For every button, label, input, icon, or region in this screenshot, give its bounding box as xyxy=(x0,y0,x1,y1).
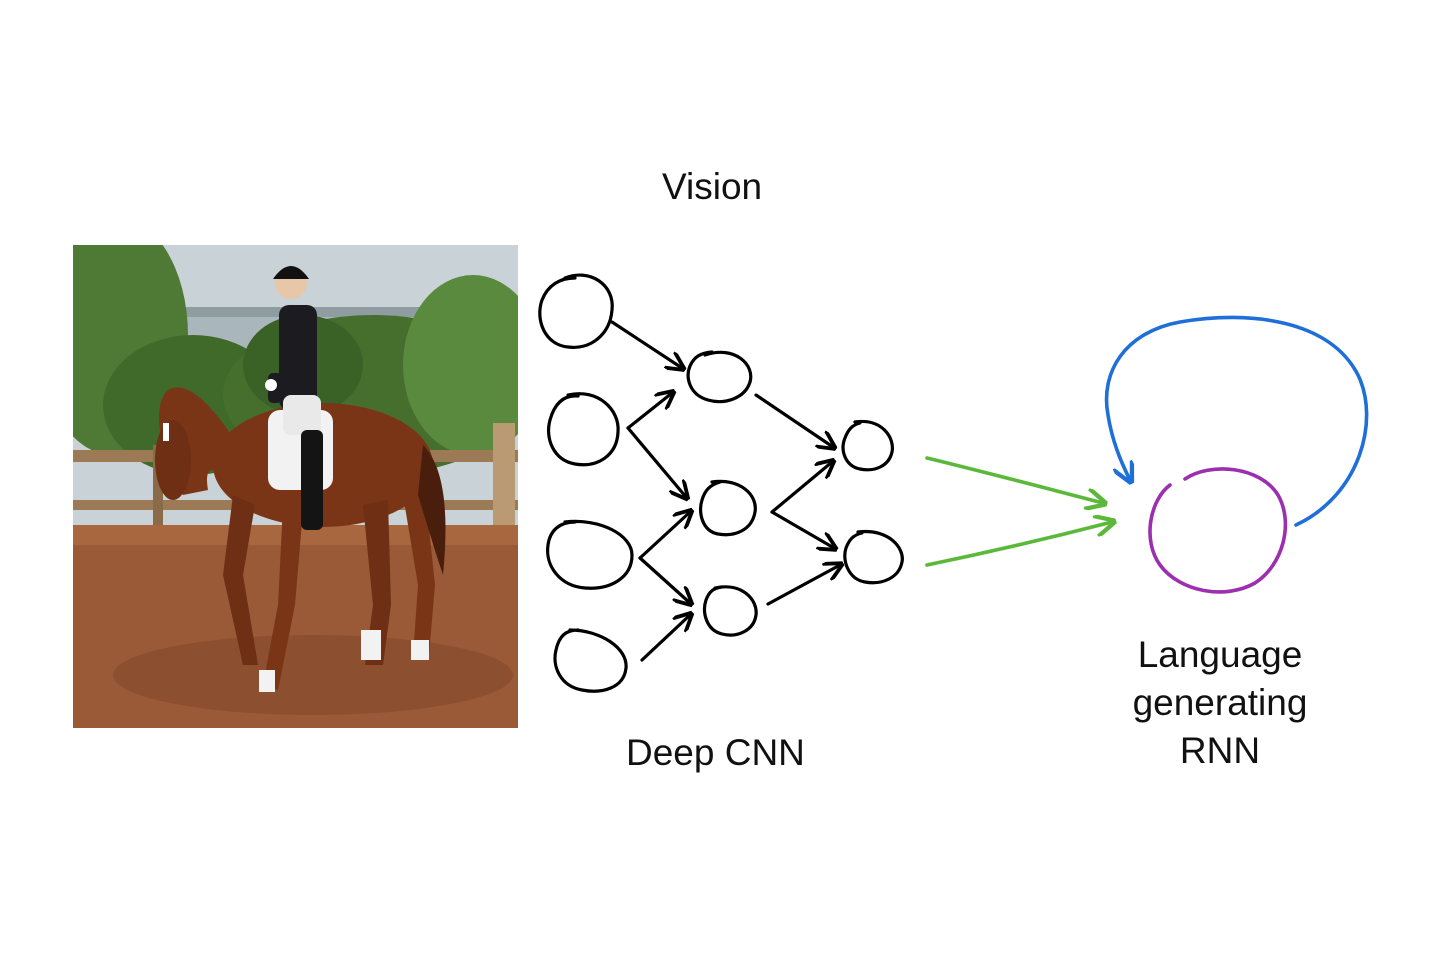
feature-arrow xyxy=(925,456,1103,503)
connection-arrow xyxy=(610,320,682,368)
deep-cnn-label: Deep CNN xyxy=(626,732,805,773)
vision-label: Vision xyxy=(662,166,763,207)
cnn-connections-1 xyxy=(610,320,690,662)
cnn-layer-3 xyxy=(841,419,904,585)
connection-arrow xyxy=(770,510,834,548)
cnn-node xyxy=(686,350,753,404)
cnn-layer-2 xyxy=(686,350,758,637)
connection-arrow xyxy=(770,462,832,514)
connection-arrow xyxy=(638,556,690,603)
recurrent-loop xyxy=(1104,315,1369,527)
cnn-node xyxy=(553,628,628,693)
rnn-label-line-3: RNN xyxy=(1179,730,1261,771)
cnn-layer-1 xyxy=(538,273,634,693)
connection-arrow xyxy=(754,393,833,447)
feature-arrows xyxy=(925,456,1112,567)
cnn-node xyxy=(841,419,895,472)
cnn-node xyxy=(843,529,904,585)
cnn-node xyxy=(547,392,620,467)
connection-arrow xyxy=(638,512,690,560)
cnn-node xyxy=(698,479,757,537)
rnn-node xyxy=(1148,467,1288,594)
rnn-label-line-1: Language xyxy=(1137,634,1303,675)
cnn-node xyxy=(538,273,614,349)
connection-arrow xyxy=(640,615,690,662)
rnn-label: Language generating RNN xyxy=(1100,631,1340,775)
cnn-connections-2 xyxy=(754,393,840,606)
rnn-label-line-2: generating xyxy=(1132,682,1308,723)
cnn-node xyxy=(702,585,758,637)
input-photo xyxy=(73,245,518,728)
cnn-node xyxy=(546,519,634,590)
connection-arrow xyxy=(766,565,840,606)
connection-arrow xyxy=(626,393,672,430)
feature-arrow xyxy=(925,522,1112,567)
connection-arrow xyxy=(626,426,686,497)
